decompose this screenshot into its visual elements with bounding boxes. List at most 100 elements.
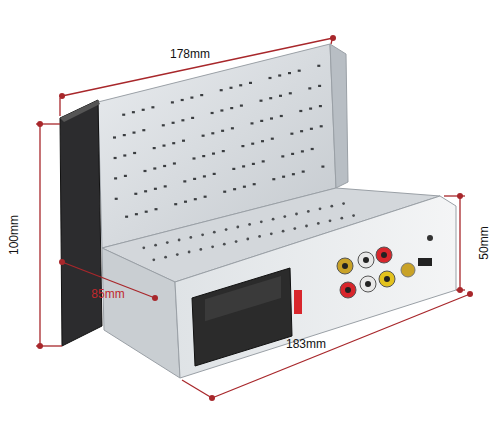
vent-hole — [188, 251, 191, 254]
vent-hole — [171, 101, 174, 103]
vent-hole — [154, 188, 157, 190]
iso-pins — [205, 276, 281, 321]
dimension-label: 100mm — [7, 215, 21, 255]
vent-hole — [153, 167, 156, 169]
back-panel — [175, 196, 456, 378]
vent-hole — [242, 165, 245, 167]
vent-hole — [329, 219, 332, 222]
vent-hole — [142, 109, 145, 111]
vent-hole — [199, 248, 202, 251]
vent-hole — [310, 128, 313, 130]
vent-hole — [258, 235, 261, 238]
vent-hole — [293, 227, 296, 230]
vent-hole — [279, 95, 282, 97]
rca-jacks — [337, 247, 395, 298]
vent-hole — [239, 84, 242, 86]
vent-hole — [181, 99, 184, 101]
vent-hole — [211, 245, 214, 248]
vent-hole — [241, 145, 244, 147]
vent-hole — [223, 243, 226, 246]
vent-hole — [246, 238, 249, 241]
vent-hole — [249, 82, 252, 84]
vent-hole — [221, 130, 224, 132]
vent-hole — [211, 132, 214, 134]
lower-chassis-side — [102, 248, 180, 378]
vent-hole — [243, 186, 246, 188]
dimension-ends — [37, 35, 473, 401]
vent-hole — [174, 203, 177, 205]
vent-hole — [260, 120, 263, 122]
vent-hole — [135, 213, 138, 215]
vent-hole — [151, 106, 154, 108]
vent-hole — [155, 208, 158, 210]
vent-hole — [114, 177, 117, 179]
vent-hole — [125, 216, 128, 218]
vent-hole — [282, 176, 285, 178]
vent-hole — [280, 115, 283, 117]
vent-hole — [302, 171, 305, 173]
fuse — [294, 290, 302, 314]
vent-hole — [281, 155, 284, 157]
vent-hole — [289, 92, 292, 94]
vent-hole — [182, 140, 185, 142]
vent-hole — [352, 214, 355, 217]
vent-hole — [330, 205, 333, 208]
vent-hole — [298, 70, 301, 72]
vent-hole — [261, 140, 264, 142]
vent-hole — [211, 112, 214, 114]
vent-hole — [340, 217, 343, 220]
vent-hole — [270, 117, 273, 119]
dimension-label: 85mm — [91, 287, 124, 301]
dimension-label: 50mm — [477, 226, 491, 259]
front-panel — [60, 100, 102, 346]
vent-hole — [201, 233, 204, 236]
vent-hole — [307, 210, 310, 213]
vent-hole — [301, 150, 304, 152]
vent-hole — [319, 105, 322, 107]
vent-holes — [113, 65, 324, 218]
vent-hole — [235, 240, 238, 243]
vent-hole — [213, 173, 216, 175]
vent-hole — [144, 170, 147, 172]
vent-hole — [222, 150, 225, 152]
vent-hole — [272, 218, 275, 221]
vent-hole — [309, 108, 312, 110]
vent-hole — [142, 246, 145, 249]
mic-hole — [427, 235, 433, 241]
vent-hole — [253, 183, 256, 185]
vent-hole — [223, 191, 226, 193]
vent-hole — [122, 114, 125, 116]
vent-hole — [183, 180, 186, 182]
vent-hole — [164, 185, 167, 187]
vent-hole — [181, 119, 184, 121]
vent-hole — [213, 231, 216, 234]
vent-hole — [191, 117, 194, 119]
vent-hole — [233, 188, 236, 190]
vent-hole — [132, 111, 135, 113]
vent-hole — [283, 215, 286, 218]
vent-hole — [271, 138, 274, 140]
iso-connector — [192, 268, 292, 366]
vent-hole — [317, 65, 320, 67]
vent-hole — [142, 129, 145, 131]
vent-hole — [252, 163, 255, 165]
vent-hole — [319, 207, 322, 210]
vent-hole — [133, 132, 136, 134]
vent-hole — [163, 165, 166, 167]
vent-hole — [305, 225, 308, 228]
dimension-label: 183mm — [286, 337, 326, 351]
vent-hole — [311, 148, 314, 150]
antenna-socket — [401, 263, 415, 277]
front-panel-edge — [60, 100, 100, 122]
vent-hole — [292, 173, 295, 175]
vent-hole — [290, 133, 293, 135]
vent-hole — [144, 190, 147, 192]
vent-hole — [162, 124, 165, 126]
vent-hole — [295, 213, 298, 216]
vent-hole — [172, 142, 175, 144]
usb-port — [418, 258, 432, 266]
upper-housing-end — [330, 44, 348, 188]
vent-hole — [163, 145, 166, 147]
vent-hole — [272, 178, 275, 180]
vent-hole — [251, 122, 254, 124]
